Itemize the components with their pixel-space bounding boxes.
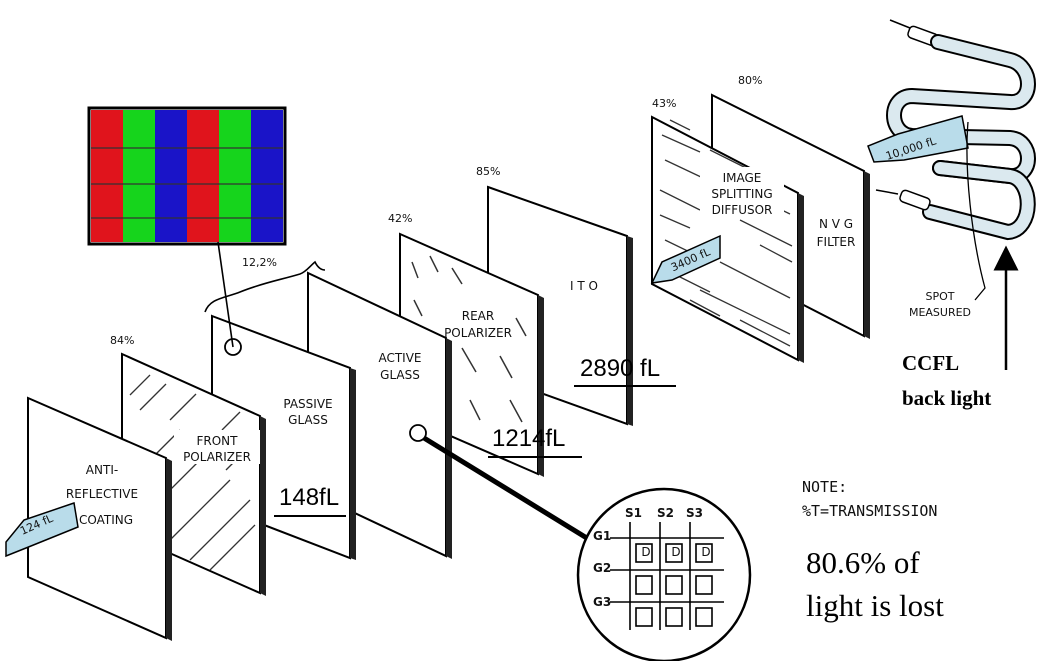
rear-polarizer-percent: 42%	[388, 212, 412, 225]
circuit-source-label-3: S3	[686, 506, 703, 520]
tft-circuit-inset: S1 S2 S3 G1 G2 G3 D D D	[424, 438, 750, 661]
ccfl-lamp: 10,000 fL SPOT MEASURED	[868, 20, 1028, 370]
ccfl-label-2: back light	[902, 386, 991, 410]
spot-label-1: SPOT	[926, 290, 955, 303]
active-glass-label-1: ACTIVE	[378, 351, 421, 365]
anti-reflective-label-3: COATING	[79, 513, 133, 527]
anti-reflective-percent: 84%	[110, 334, 134, 347]
circuit-source-label-2: S2	[657, 506, 674, 520]
rgb-pixel-inset	[89, 108, 285, 347]
anti-reflective-label-2: REFLECTIVE	[66, 487, 138, 501]
passive-glass-label-2: GLASS	[288, 413, 328, 427]
active-glass-callout-dot	[410, 425, 426, 441]
nvg-filter-label-1: N V G	[819, 217, 853, 231]
rgb-subpixel-column	[155, 110, 187, 242]
rgb-subpixel-column	[219, 110, 251, 242]
ito-percent: 85%	[476, 165, 500, 178]
anti-reflective-label-1: ANTI-	[86, 463, 118, 477]
diffusor-label-2: SPLITTING	[711, 187, 772, 201]
nvg-filter-label-2: FILTER	[817, 235, 856, 249]
spot-pointer	[967, 122, 985, 300]
rgb-subpixel-column	[123, 110, 155, 242]
spot-label-2: MEASURED	[909, 306, 971, 319]
circuit-gate-label-2: G2	[593, 561, 611, 575]
passive-glass-luminance: 148fL	[279, 484, 339, 511]
circuit-gate-label-3: G3	[593, 595, 611, 609]
diffusor-label-1: IMAGE	[723, 171, 762, 185]
ccfl-label-1: CCFL	[902, 351, 959, 375]
active-glass-label-2: GLASS	[380, 368, 420, 382]
front-polarizer-label-2: POLARIZER	[183, 450, 251, 464]
circuit-cell-label-1: D	[641, 545, 650, 559]
nvg-filter-percent: 80%	[738, 74, 762, 87]
note-label-1: NOTE:	[802, 478, 847, 496]
diffusor-label-3: DIFFUSOR	[712, 203, 773, 217]
rgb-subpixel-column	[91, 110, 123, 242]
circuit-gate-label-1: G1	[593, 529, 611, 543]
front-polarizer-label-1: FRONT	[197, 434, 239, 448]
passive-glass-label-1: PASSIVE	[283, 397, 332, 411]
rear-polarizer-label-1: REAR	[462, 309, 494, 323]
circuit-cell-label-2: D	[671, 545, 680, 559]
loss-label-1: 80.6% of	[806, 545, 920, 580]
ito-luminance: 2890 fL	[580, 355, 660, 382]
ito-label: I T O	[570, 279, 598, 293]
rgb-subpixel-column	[251, 110, 283, 242]
circuit-cell-label-3: D	[701, 545, 710, 559]
diffusor-percent: 43%	[652, 97, 676, 110]
rear-polarizer-label-2: POLARIZER	[444, 326, 512, 340]
rgb-subpixel-column	[187, 110, 219, 242]
loss-label-2: light is lost	[806, 588, 944, 623]
color-filter-percent: 12,2%	[242, 256, 277, 269]
circuit-source-label-1: S1	[625, 506, 642, 520]
rear-polarizer-luminance: 1214fL	[492, 425, 565, 452]
note-label-2: %T=TRANSMISSION	[802, 502, 937, 520]
